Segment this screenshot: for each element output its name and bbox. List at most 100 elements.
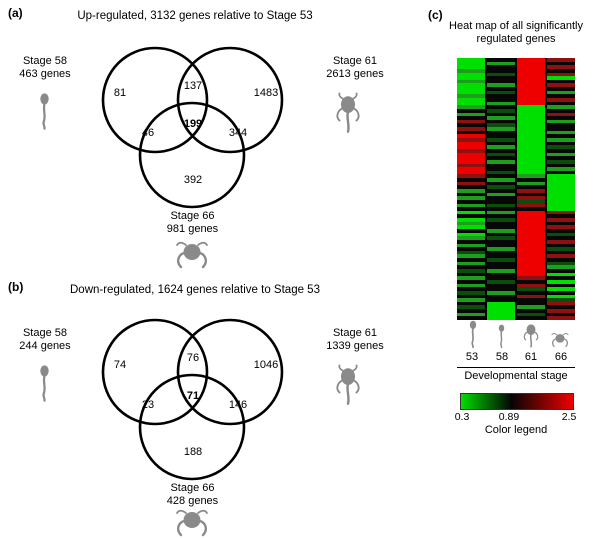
venn-b-circle-stage61: [176, 318, 284, 426]
heatmap-cell: [457, 225, 485, 230]
heatmap-cell: [547, 76, 575, 80]
color-legend-bar: [460, 393, 574, 410]
stage-tick-58: 58: [495, 351, 509, 363]
heatmap-cell: [487, 287, 515, 291]
venn-b-region-66-only: 188: [183, 446, 203, 458]
panel-a-tag: (a): [8, 6, 23, 20]
heatmap-cell: [517, 76, 545, 80]
heatmap-cell: [547, 58, 575, 62]
heatmap-cell: [547, 247, 575, 251]
panel-b-venn-circles: [101, 318, 284, 481]
heatmap-cell: [517, 134, 545, 139]
heatmap-cell: [517, 167, 545, 171]
heatmap-cell: [517, 218, 545, 222]
heatmap-cell: [487, 123, 515, 128]
heatmap-cell: [457, 79, 485, 84]
heatmap-cell: [457, 250, 485, 255]
heatmap-cell: [457, 145, 485, 149]
venn-a-stage58-name: Stage 58: [22, 55, 68, 67]
heatmap-cell: [547, 210, 575, 215]
heatmap-cell: [517, 192, 545, 197]
heatmap-cell: [457, 239, 485, 244]
heatmap-cell: [457, 159, 485, 164]
panel-c-tag: (c): [428, 8, 443, 22]
heatmap-cell: [517, 247, 545, 251]
heatmap-cell: [487, 90, 515, 95]
heatmap-cell: [547, 203, 575, 208]
heatmap-cell: [487, 229, 515, 233]
developmental-stage-label: Developmental stage: [464, 370, 568, 382]
heatmap-cell: [457, 207, 485, 211]
venn-b-region-58-66: 23: [141, 399, 155, 411]
heatmap-cell: [547, 90, 575, 95]
heatmap-cell: [547, 301, 575, 306]
panel-b-title: Down-regulated, 1624 genes relative to S…: [70, 284, 320, 296]
heatmap-cell: [517, 87, 545, 91]
venn-b-region-61-only: 1046: [253, 359, 279, 371]
heatmap-cell: [487, 79, 515, 84]
heatmap-cell: [517, 305, 545, 310]
heatmap-cell: [547, 196, 575, 200]
heatmap-cell: [547, 283, 575, 288]
stage-53-tadpole-icon: [468, 320, 478, 349]
venn-b-stage66-count: 428 genes: [166, 495, 219, 507]
heatmap-cell: [487, 192, 515, 197]
heatmap-cell: [457, 167, 485, 171]
stage-61-froglet-icon: [334, 92, 362, 134]
heatmap-cell: [457, 58, 485, 62]
heatmap-cell: [487, 83, 515, 88]
heatmap-cell: [487, 207, 515, 211]
heatmap-cell: [517, 90, 545, 95]
heatmap-cell: [487, 68, 515, 73]
venn-b-region-58-only: 74: [113, 359, 127, 371]
heatmap-cell: [547, 178, 575, 182]
heatmap-cell: [487, 116, 515, 120]
heatmap-cell: [517, 196, 545, 200]
heatmap-cell: [487, 290, 515, 295]
heatmap-cell: [457, 258, 485, 262]
panel-a-title: Up-regulated, 3132 genes relative to Sta…: [77, 10, 313, 22]
heatmap-cell: [487, 119, 515, 124]
heatmap-cell: [457, 196, 485, 200]
heatmap-cell: [517, 141, 545, 146]
heatmap-cell: [457, 123, 485, 128]
heatmap-cell: [457, 185, 485, 189]
heatmap-cell: [517, 312, 545, 317]
heatmap-cell: [487, 272, 515, 277]
venn-a-stage61-label: Stage 61 2613 genes: [316, 55, 394, 81]
heatmap-cell: [487, 145, 515, 149]
heatmap-cell: [517, 188, 545, 193]
venn-a-region-58-61: 137: [183, 80, 203, 92]
heatmap-cell: [547, 167, 575, 171]
heatmap-cell: [487, 258, 515, 262]
venn-a-stage66-name: Stage 66: [170, 210, 215, 222]
heatmap-cell: [547, 159, 575, 164]
heatmap-cell: [517, 156, 545, 160]
legend-min-tick: 0.3: [454, 411, 470, 423]
heatmap-cell: [547, 138, 575, 142]
heatmap-cell: [487, 170, 515, 175]
heatmap-cell: [547, 221, 575, 226]
heatmap-cell: [547, 105, 575, 109]
panel-b-tag: (b): [8, 280, 24, 294]
heatmap-cell: [517, 58, 545, 62]
heatmap-cell: [547, 145, 575, 149]
heatmap-cell: [547, 258, 575, 262]
heatmap-cell: [457, 181, 485, 186]
heatmap-cell: [547, 276, 575, 280]
venn-a-region-61-66: 344: [228, 127, 248, 139]
heatmap-cell: [457, 309, 485, 313]
heatmap-cell: [457, 247, 485, 251]
heatmap-cell: [517, 290, 545, 295]
heatmap-cell: [457, 214, 485, 219]
heatmap-cell: [517, 127, 545, 131]
heatmap-cell: [457, 68, 485, 73]
color-legend-label: Color legend: [484, 424, 548, 436]
heatmap-cell: [457, 112, 485, 117]
heatmap-cell: [457, 265, 485, 270]
venn-a-circle-stage61: [176, 46, 284, 154]
heatmap-cell: [517, 265, 545, 270]
heatmap-cell: [547, 87, 575, 91]
heatmap-cell: [487, 196, 515, 200]
heatmap-cell: [517, 159, 545, 164]
